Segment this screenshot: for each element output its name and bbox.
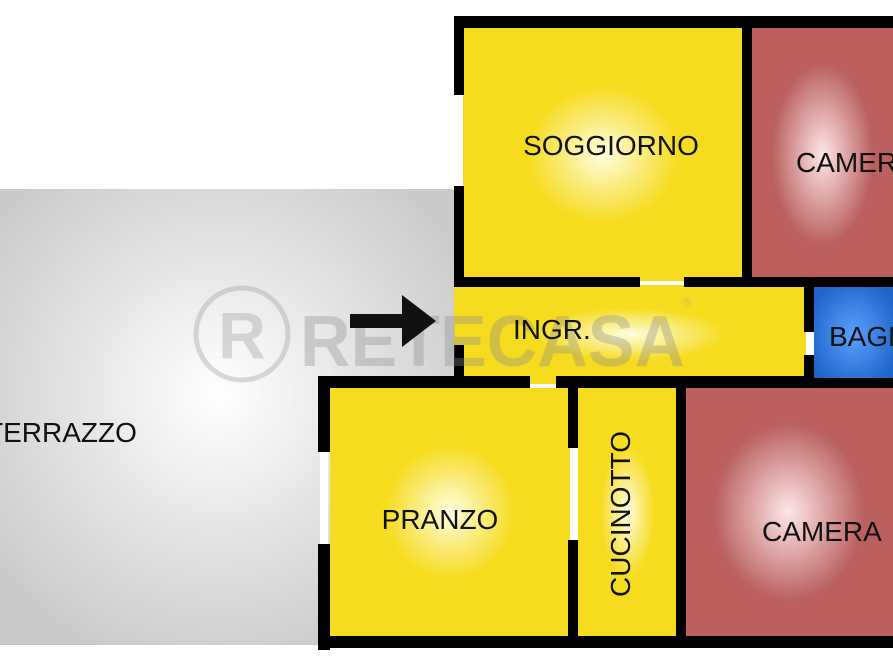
label-cucinotto: CUCINOTTO bbox=[605, 431, 636, 597]
arrow-right-icon bbox=[350, 295, 436, 347]
ingresso-area bbox=[454, 285, 806, 384]
label-camera-bottom: CAMERA bbox=[762, 516, 882, 547]
label-terrazzo: TERRAZZO bbox=[0, 417, 137, 448]
walls bbox=[318, 16, 893, 650]
soggiorno-area bbox=[463, 28, 743, 281]
camera-bottom-area bbox=[684, 388, 893, 636]
label-pranzo: PRANZO bbox=[382, 504, 499, 535]
label-camera-top: CAMERA bbox=[796, 147, 893, 178]
pranzo-area bbox=[330, 388, 570, 636]
label-soggiorno: SOGGIORNO bbox=[523, 130, 699, 161]
watermark-mark: R bbox=[218, 298, 266, 372]
window-pranzo bbox=[320, 452, 328, 544]
window-soggiorno bbox=[455, 95, 463, 186]
label-ingresso: INGR. bbox=[513, 314, 591, 345]
watermark-registered: ® bbox=[683, 295, 692, 309]
camera-top-area bbox=[752, 28, 893, 281]
label-bagno: BAGNO bbox=[829, 321, 893, 352]
bagno-area bbox=[814, 287, 893, 382]
cucinotto-area bbox=[578, 388, 677, 636]
